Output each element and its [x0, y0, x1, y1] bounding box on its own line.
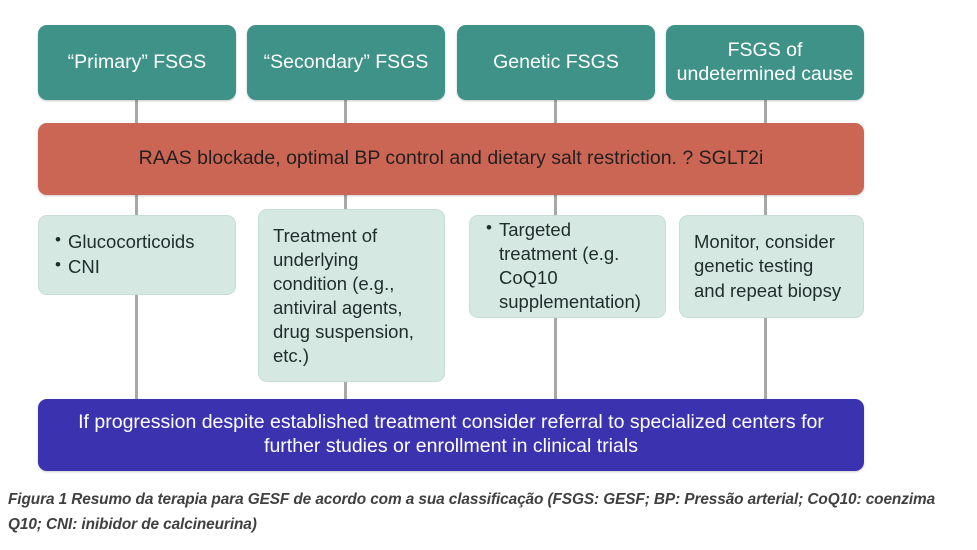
treatment-box-primary[interactable]: Glucocorticoids CNI	[38, 215, 236, 295]
treatment-list-primary: Glucocorticoids CNI	[53, 229, 221, 280]
category-label-genetic: Genetic FSGS	[493, 50, 619, 73]
treatment-box-undetermined[interactable]: Monitor, consider genetic testing and re…	[679, 215, 864, 318]
connector-raas-to-undetermined-treatment	[764, 194, 767, 216]
category-label-primary: “Primary” FSGS	[67, 50, 207, 73]
connector-undetermined-treatment-to-referral	[764, 317, 767, 400]
category-box-primary[interactable]: “Primary” FSGS	[38, 25, 236, 100]
connector-secondary-treatment-to-referral	[344, 381, 347, 400]
category-box-undetermined[interactable]: FSGS of undetermined cause	[666, 25, 864, 100]
connector-genetic-to-raas	[554, 100, 557, 124]
list-item: Glucocorticoids	[53, 229, 221, 254]
treatment-list-genetic: Targeted treatment (e.g. CoQ10 supplemen…	[484, 217, 651, 315]
treatment-box-genetic[interactable]: Targeted treatment (e.g. CoQ10 supplemen…	[469, 215, 666, 318]
list-item: Targeted treatment (e.g. CoQ10 supplemen…	[484, 217, 651, 314]
connector-genetic-treatment-to-referral	[554, 317, 557, 400]
category-box-secondary[interactable]: “Secondary” FSGS	[247, 25, 445, 100]
connector-primary-to-raas	[135, 100, 138, 124]
category-label-secondary: “Secondary” FSGS	[263, 50, 429, 73]
referral-bar[interactable]: If progression despite established treat…	[38, 399, 864, 471]
connector-raas-to-genetic-treatment	[554, 194, 557, 216]
raas-blockade-label: RAAS blockade, optimal BP control and di…	[138, 147, 764, 170]
category-box-genetic[interactable]: Genetic FSGS	[457, 25, 655, 100]
connector-raas-to-primary-treatment	[135, 194, 138, 216]
treatment-box-secondary[interactable]: Treatment of underlying condition (e.g.,…	[258, 209, 445, 382]
list-item: CNI	[53, 254, 221, 279]
treatment-text-secondary: Treatment of underlying condition (e.g.,…	[273, 225, 414, 367]
connector-secondary-to-raas	[344, 100, 347, 124]
connector-primary-treatment-to-referral	[135, 294, 138, 400]
connector-undetermined-to-raas	[764, 100, 767, 124]
connector-raas-to-secondary-treatment	[344, 194, 347, 210]
referral-label: If progression despite established treat…	[78, 411, 824, 457]
category-label-undetermined: FSGS of undetermined cause	[676, 38, 854, 85]
treatment-text-undetermined: Monitor, consider genetic testing and re…	[694, 231, 842, 301]
raas-blockade-bar[interactable]: RAAS blockade, optimal BP control and di…	[38, 123, 864, 195]
figure-caption: Figura 1 Resumo da terapia para GESF de …	[8, 491, 936, 533]
